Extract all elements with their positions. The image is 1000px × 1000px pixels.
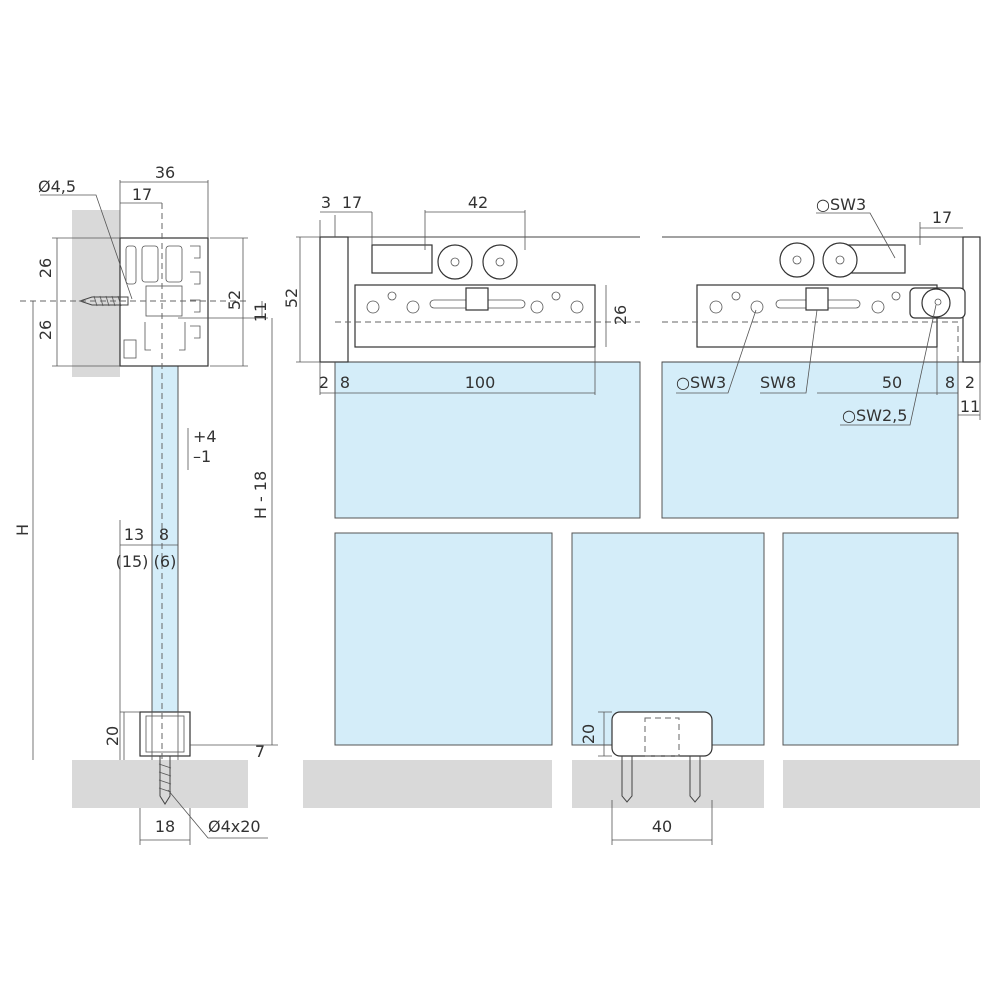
dim-left-gap-alt: (15) xyxy=(116,552,149,571)
label-wrench-nut: SW8 xyxy=(760,373,796,392)
stop-roller xyxy=(909,287,966,319)
floor-left xyxy=(303,760,552,808)
floor-middle xyxy=(572,760,764,808)
dim-rail-height: 52 xyxy=(282,288,301,308)
dim-overall-width: 36 xyxy=(155,163,175,182)
dim-glass-thickness: 8 xyxy=(159,525,169,544)
dim-plate-height: 26 xyxy=(611,305,630,325)
dim-stop-distance: 50 xyxy=(882,373,902,392)
floor-guide-screws-icon xyxy=(621,756,701,803)
dim-profile-height: 52 xyxy=(225,290,244,310)
dim-wheel-spacing: 42 xyxy=(468,193,488,212)
dim-floor-gap: 7 xyxy=(255,742,265,761)
bolt-holes-left xyxy=(366,291,584,314)
adjust-minus: –1 xyxy=(193,447,211,466)
floor-screw-icon xyxy=(158,756,172,805)
glass-panel-bottom-middle xyxy=(571,532,765,746)
dim-height: H xyxy=(13,524,32,536)
dim-carriage-offset-right: 17 xyxy=(932,208,952,227)
dim-glass-thickness-alt: (6) xyxy=(154,552,177,571)
roller-carriage-right xyxy=(779,242,906,311)
dim-end-offset: 3 xyxy=(321,193,331,212)
end-cap-left xyxy=(319,236,349,363)
dim-upper-half: 26 xyxy=(36,258,55,278)
floor-right xyxy=(783,760,980,808)
dim-center-offset: 17 xyxy=(132,185,152,204)
floor-guide-block xyxy=(611,711,713,757)
front-view-left: 3 17 42 52 26 2 8 100 xyxy=(282,193,641,808)
dim-guide-height: 20 xyxy=(103,726,122,746)
dim-floor-screw: Ø4x20 xyxy=(208,817,261,836)
front-view-right: ○SW3 17 ○SW3 SW8 50 8 2 11 ○SW2,5 xyxy=(661,195,981,808)
label-wrench-stop: ○SW2,5 xyxy=(842,406,907,425)
top-rail-profile xyxy=(119,237,209,367)
wall-section xyxy=(72,210,120,377)
dim-edge-gap-left: 2 xyxy=(319,373,329,392)
bolt-holes-right xyxy=(709,291,901,314)
floor-guide-front: 20 40 xyxy=(571,532,765,845)
dim-guide-width: 18 xyxy=(155,817,175,836)
dim-left-gap: 13 xyxy=(124,525,144,544)
floor-guide-side xyxy=(139,711,191,757)
side-view: 36 17 Ø4,5 26 26 52 11 H H - 18 +4 –1 13… xyxy=(13,163,278,845)
glass-panel-top-right xyxy=(661,361,959,519)
adjust-plus: +4 xyxy=(193,427,217,446)
label-wrench-top: ○SW3 xyxy=(816,195,866,214)
dim-floor-guide-width: 40 xyxy=(652,817,672,836)
dim-lower-half: 26 xyxy=(36,320,55,340)
roller-carriage-left xyxy=(371,244,518,311)
glass-panel-side xyxy=(151,317,179,757)
glass-panel-top-left xyxy=(334,361,641,519)
dim-end-cap: 11 xyxy=(960,397,980,416)
dim-carriage-offset-left: 17 xyxy=(342,193,362,212)
dim-glass-insert: 11 xyxy=(251,302,270,322)
dim-edge-gap-right: 2 xyxy=(965,373,975,392)
glass-panel-bottom-left xyxy=(334,532,553,746)
glass-panel-bottom-right xyxy=(782,532,959,746)
label-wrench-plate: ○SW3 xyxy=(676,373,726,392)
dim-glass-edge-left: 8 xyxy=(340,373,350,392)
dim-floor-guide-height: 20 xyxy=(579,724,598,744)
dim-glass-edge-right: 8 xyxy=(945,373,955,392)
dim-plate-length: 100 xyxy=(465,373,496,392)
dim-glass-height: H - 18 xyxy=(251,471,270,519)
dim-screw-diameter: Ø4,5 xyxy=(38,177,76,196)
